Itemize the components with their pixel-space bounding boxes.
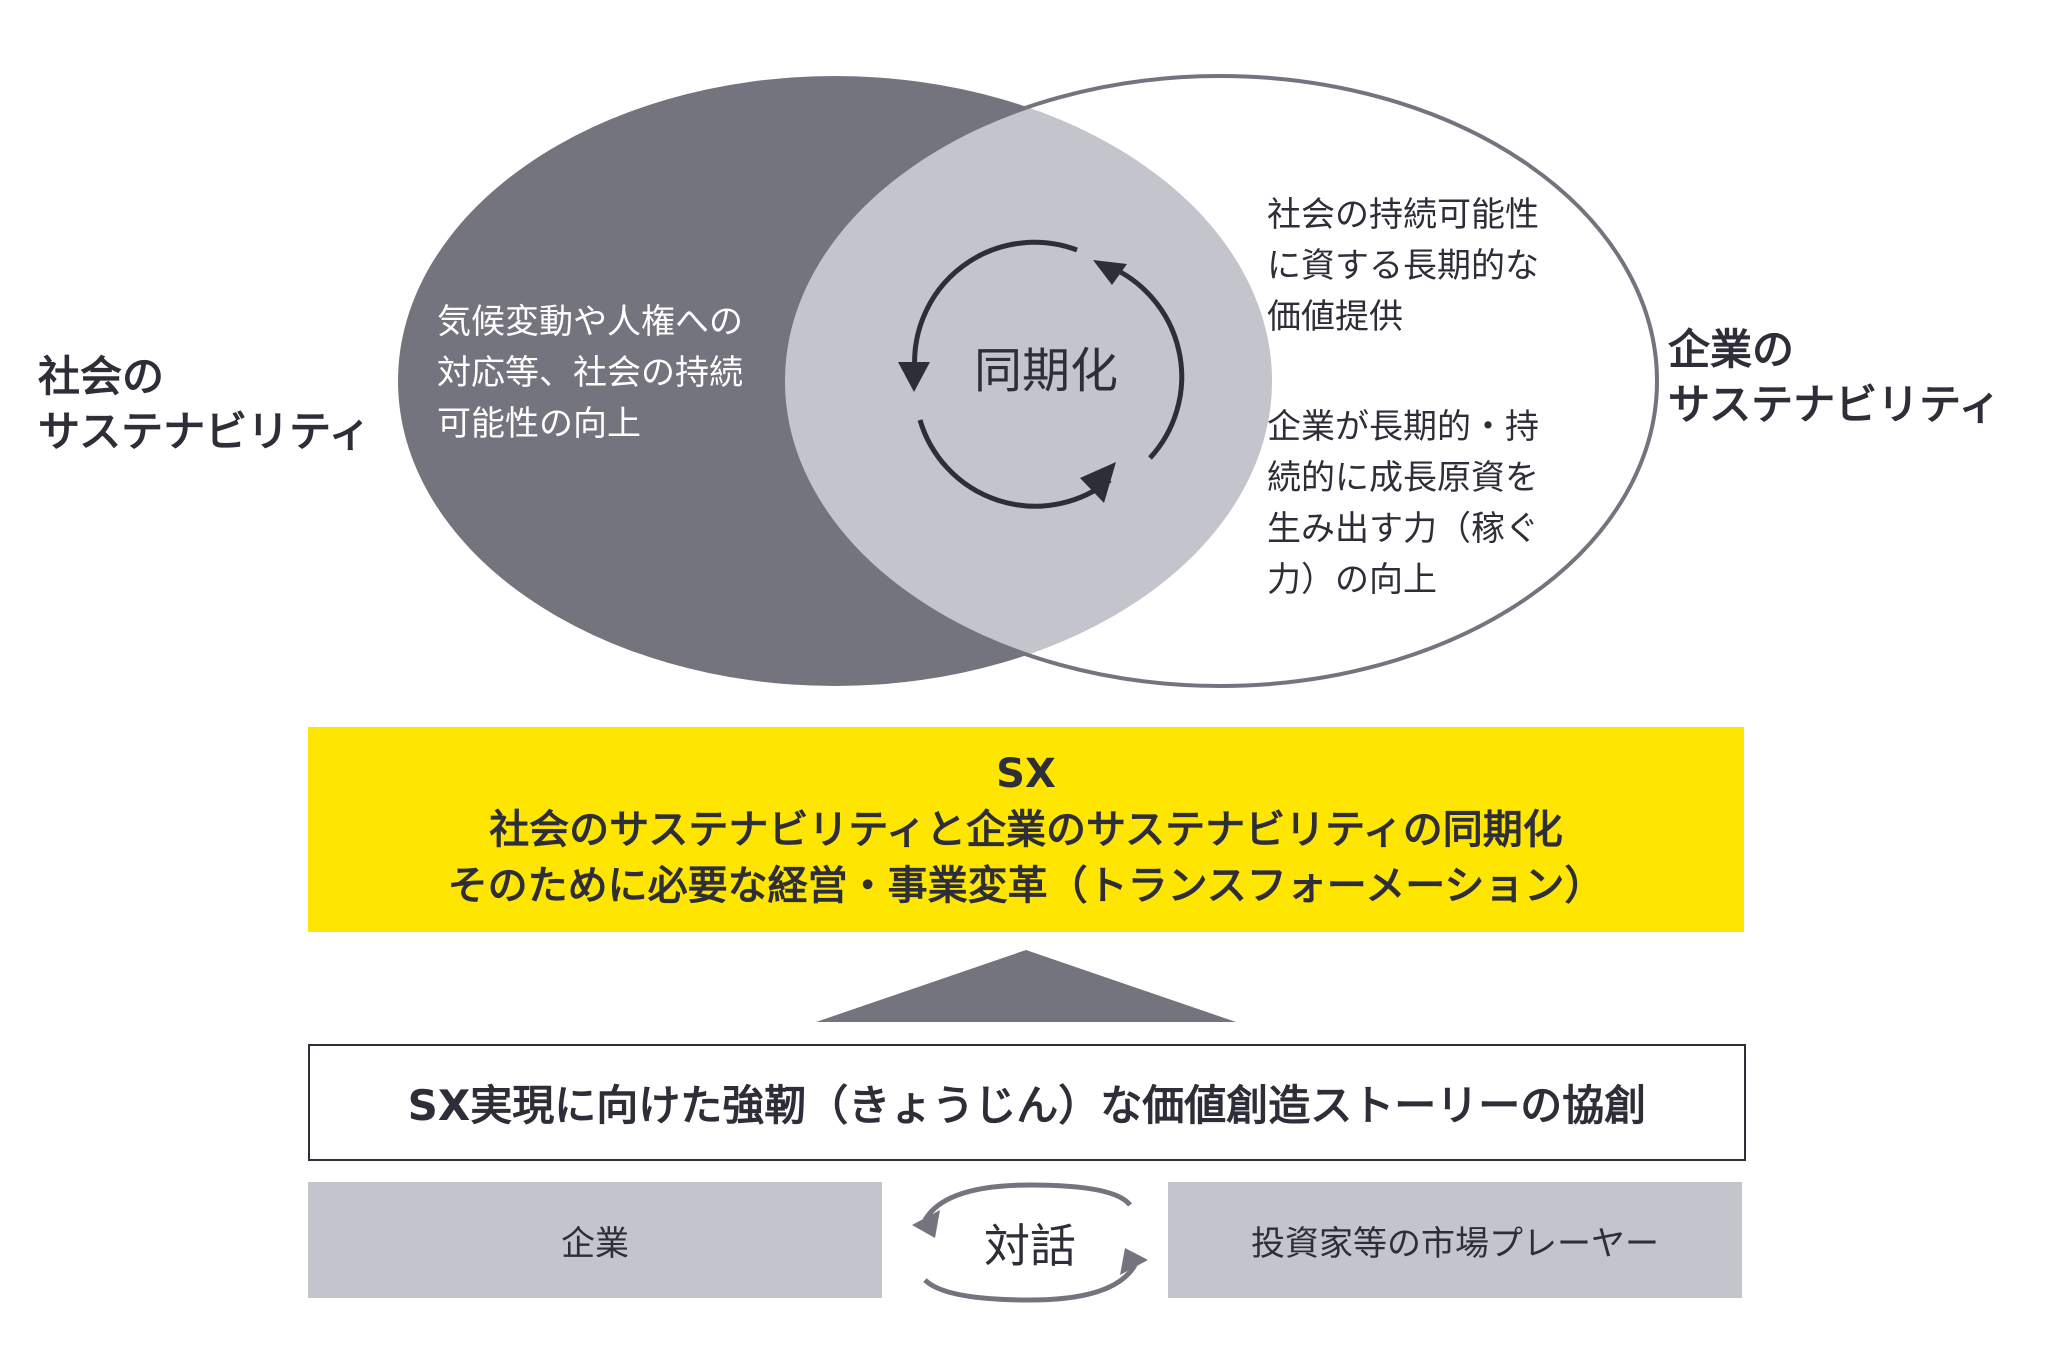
cycle-arrowheads (898, 260, 1127, 503)
sx-banner: SX 社会のサステナビリティと企業のサステナビリティの同期化 そのために必要な経… (308, 727, 1744, 932)
value-story-box: SX実現に向けた強靭（きょうじん）な価値創造ストーリーの協創 (308, 1044, 1746, 1161)
left-venn-label: 社会の サステナビリティ (38, 350, 371, 459)
right-desc-bottom-line1: 企業が長期的・持 (1267, 407, 1539, 447)
market-players-box: 投資家等の市場プレーヤー (1168, 1182, 1742, 1298)
right-desc-bottom-line4: 力）の向上 (1267, 560, 1437, 600)
cycle-arrows-icon (912, 239, 1185, 509)
venn-diagram (398, 74, 1659, 688)
left-description: 気候変動や人権への 対応等、社会の持続 可能性の向上 (437, 297, 743, 450)
banner-line2: 社会のサステナビリティと企業のサステナビリティの同期化 (489, 806, 1563, 853)
banner-line3: そのために必要な経営・事業変革（トランスフォーメーション） (447, 862, 1605, 909)
right-venn-label: 企業の サステナビリティ (1668, 323, 2001, 432)
company-label: 企業 (561, 1223, 629, 1264)
right-description-bottom: 企業が長期的・持 続的に成長原資を 生み出す力（稼ぐ 力）の向上 (1267, 402, 1539, 606)
right-label-line1: 企業の (1668, 325, 1795, 374)
right-description-top: 社会の持続可能性 に資する長期的な 価値提供 (1267, 190, 1539, 343)
right-desc-bottom-line2: 続的に成長原資を (1267, 458, 1539, 498)
right-circle-outline (781, 74, 1659, 688)
right-desc-top-line1: 社会の持続可能性 (1267, 195, 1539, 235)
left-label-line2: サステナビリティ (38, 406, 371, 456)
right-desc-bottom-line3: 生み出す力（稼ぐ (1267, 509, 1539, 549)
banner-title: SX (996, 750, 1056, 797)
right-desc-top-line3: 価値提供 (1267, 297, 1403, 337)
left-desc-line3: 可能性の向上 (437, 404, 641, 444)
dialogue-label: 対話 (984, 1219, 1076, 1273)
left-label-line1: 社会の (38, 352, 165, 401)
value-story-text: SX実現に向けた強靭（きょうじん）な価値創造ストーリーの協創 (407, 1081, 1647, 1130)
left-desc-line2: 対応等、社会の持続 (437, 353, 743, 393)
market-players-label: 投資家等の市場プレーヤー (1251, 1223, 1659, 1264)
company-box: 企業 (308, 1182, 882, 1298)
right-label-line2: サステナビリティ (1668, 379, 2001, 429)
left-desc-line1: 気候変動や人権への (437, 302, 743, 342)
center-label: 同期化 (973, 343, 1118, 399)
overlap-region (783, 76, 1272, 686)
right-desc-top-line2: に資する長期的な (1267, 246, 1539, 286)
